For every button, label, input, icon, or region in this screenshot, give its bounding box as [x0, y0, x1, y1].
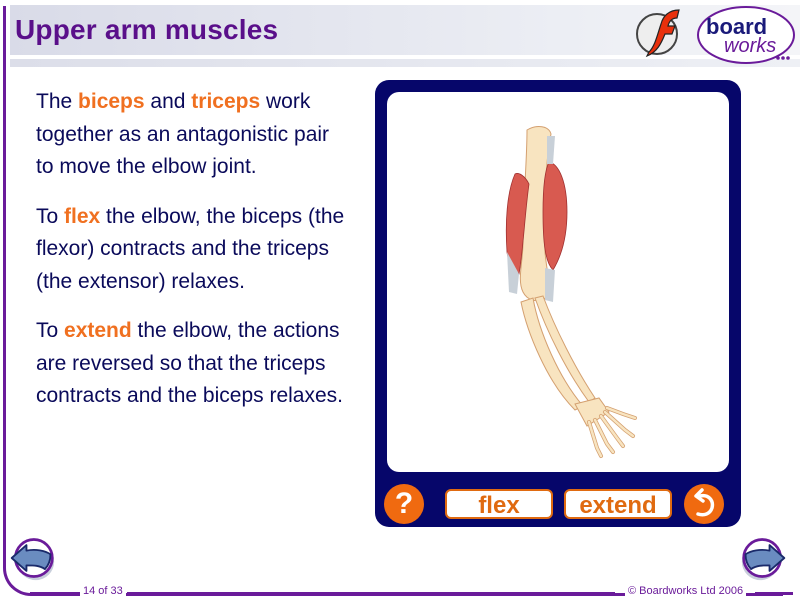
animation-viewport: [387, 92, 729, 472]
animation-panel: ? flex extend: [375, 80, 741, 527]
footer-rule: [30, 592, 80, 595]
arm-skeleton-illustration: [505, 126, 637, 458]
keyword-triceps: triceps: [191, 90, 261, 113]
title-bar-divider: [10, 59, 800, 67]
next-slide-button[interactable]: [740, 534, 788, 582]
flex-button[interactable]: flex: [445, 489, 553, 519]
keyword-extend: extend: [64, 319, 132, 342]
flash-logo-icon: [636, 9, 680, 58]
svg-text:works: works: [724, 35, 776, 57]
arrow-left-icon: [10, 544, 52, 572]
page-title: Upper arm muscles: [15, 14, 279, 45]
previous-slide-button[interactable]: [8, 534, 56, 582]
keyword-flex: flex: [64, 204, 101, 228]
copyright-text: © Boardworks Ltd 2006: [625, 585, 747, 597]
help-button[interactable]: ?: [384, 484, 424, 524]
arrow-right-icon: [744, 544, 786, 572]
paragraph-2: To flex the elbow, the biceps (the flexo…: [36, 204, 345, 293]
boardworks-logo: board works: [697, 6, 795, 64]
paragraph-1: The biceps and triceps work together as …: [36, 90, 330, 178]
footer-rule: [127, 592, 615, 595]
paragraph-3: To extend the elbow, the actions are rev…: [36, 319, 344, 407]
page-indicator: 14 of 33: [80, 585, 126, 597]
footer-rule: [755, 592, 793, 595]
reset-button[interactable]: [684, 484, 724, 524]
extend-button[interactable]: extend: [564, 489, 672, 519]
svg-text:board: board: [706, 14, 767, 39]
explanation-text: The biceps and triceps work together as …: [36, 86, 346, 430]
keyword-biceps: biceps: [78, 90, 145, 113]
undo-icon: [694, 488, 715, 517]
